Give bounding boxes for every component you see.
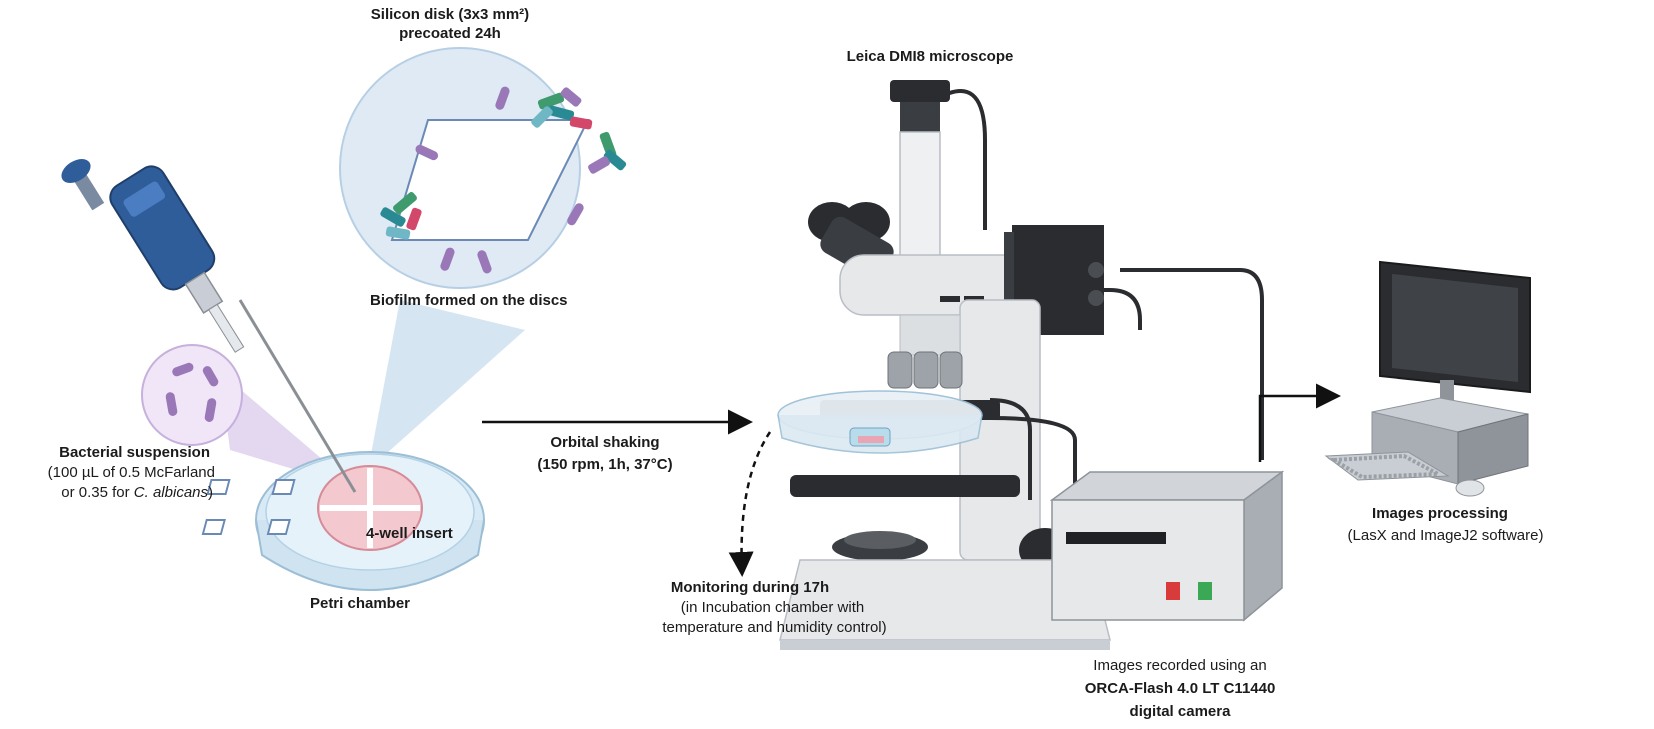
computer-icon: [1324, 260, 1531, 497]
petri-dish-icon: [201, 451, 485, 591]
well-insert-label: 4-well insert: [366, 525, 453, 542]
bacterial-line2-prefix: or 0.35 for: [61, 484, 134, 501]
monitoring-arrow: [728, 431, 772, 577]
images-processing-detail: (LasX and ImageJ2 software): [1347, 527, 1544, 544]
pipette-icon: [61, 159, 357, 493]
silicon-disk-label-line1: Silicon disk (3x3 mm²): [370, 6, 530, 23]
monitoring-line2: temperature and humidity control): [662, 619, 887, 636]
camera-controller-icon: [1049, 470, 1285, 622]
camera-label-line3: digital camera: [1129, 703, 1231, 720]
bacterial-line2-suffix: ): [208, 484, 213, 501]
orbital-shaking-title: Orbital shaking: [550, 434, 660, 451]
microscope-label: Leica DMI8 microscope: [846, 48, 1014, 65]
microscope-icon: [777, 80, 1264, 650]
monitoring-line1: (in Incubation chamber with: [680, 599, 865, 616]
bacterial-line2-species: C. albicans: [133, 484, 208, 501]
orbital-shaking-detail: (150 rpm, 1h, 37°C): [537, 456, 673, 473]
silicon-disk-zoom-icon: [339, 47, 627, 289]
monitoring-title: Monitoring during 17h: [670, 579, 830, 596]
processing-arrow: [1258, 383, 1341, 462]
petri-chamber-label: Petri chamber: [309, 595, 411, 612]
camera-label-line2: ORCA-Flash 4.0 LT C11440: [1084, 680, 1276, 697]
bacteria-zoom-icon: [141, 344, 243, 446]
bacterial-suspension-line2: or 0.35 for C. albicans): [0, 483, 213, 502]
biofilm-label: Biofilm formed on the discs: [370, 292, 568, 309]
bacterial-suspension-title: Bacterial suspension: [59, 444, 210, 461]
bacterial-suspension-line1: (100 µL of 0.5 McFarland: [47, 464, 215, 481]
camera-label-line1: Images recorded using an: [1093, 657, 1267, 674]
disk-zoom-cone: [368, 300, 525, 470]
images-processing-title: Images processing: [1372, 505, 1508, 522]
silicon-disk-label-line2: precoated 24h: [399, 25, 501, 42]
